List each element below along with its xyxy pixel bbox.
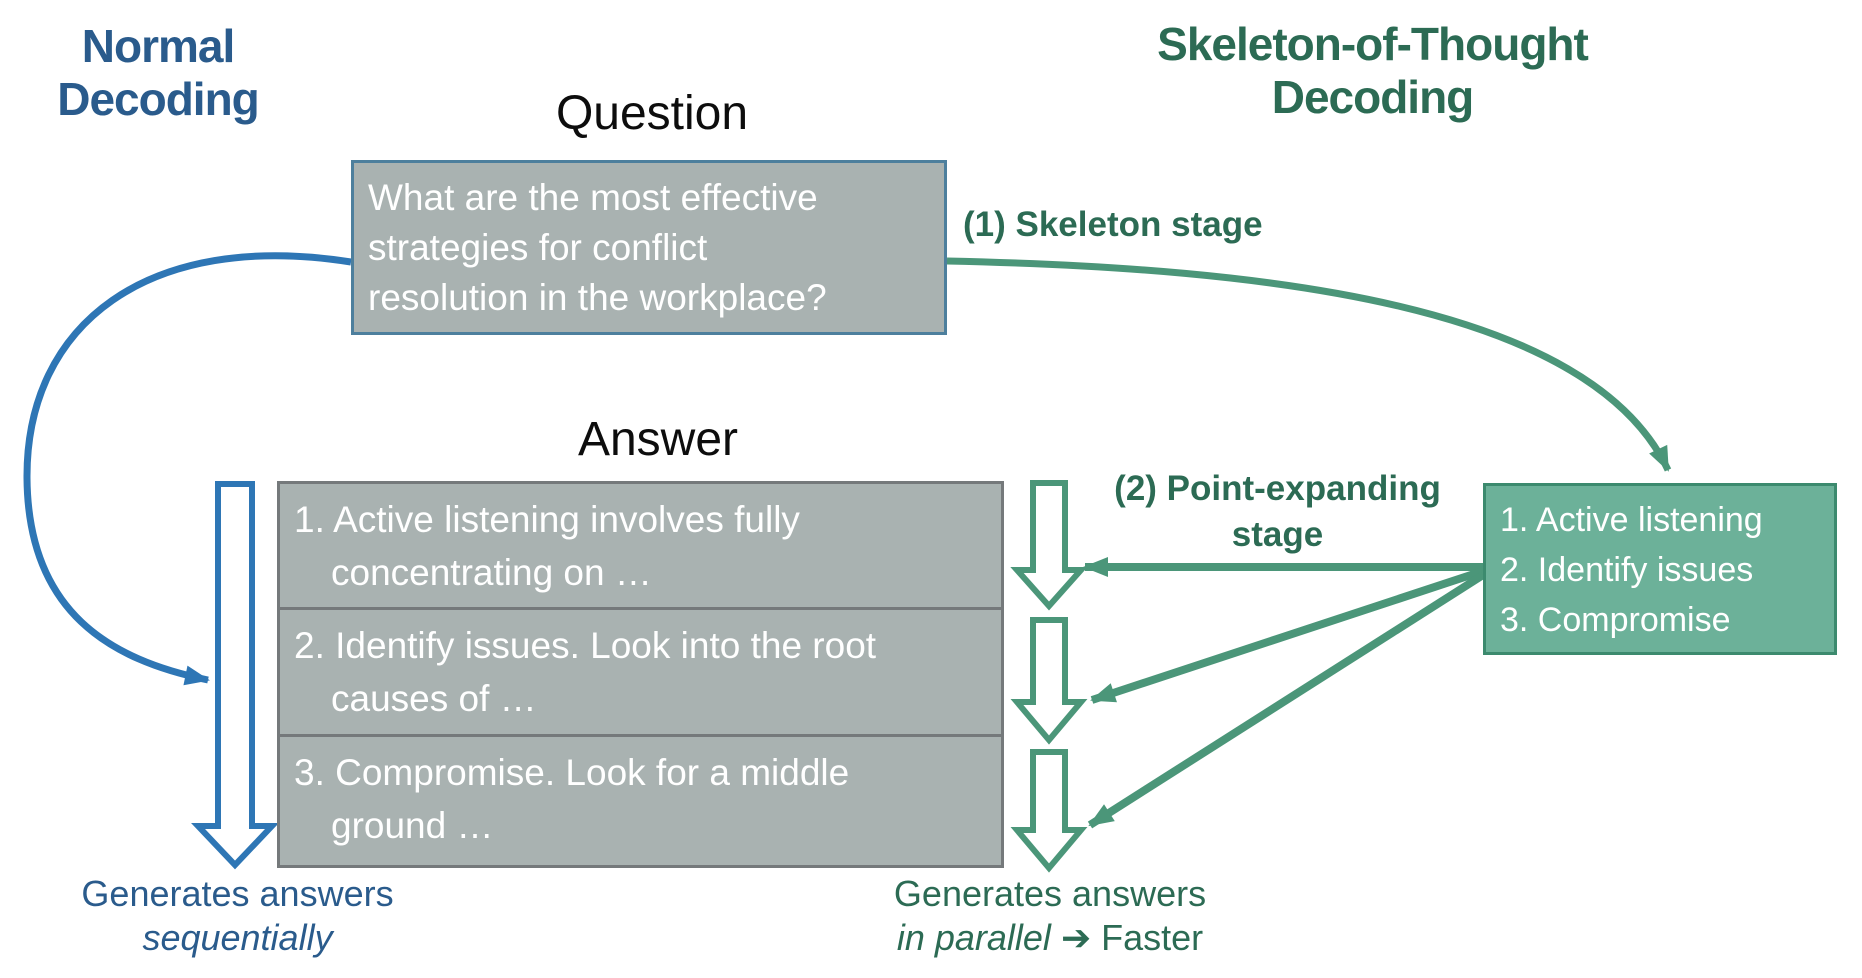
point-expanding-stage-label-line2: stage (1231, 515, 1324, 554)
sequential-caption: Generates answers sequentially (40, 872, 435, 960)
answer-row-2: 2. Identify issues. Look into the root c… (280, 610, 1001, 737)
right-arrow-icon: ➔ (1060, 917, 1092, 958)
answer-heading: Answer (577, 413, 739, 466)
skeleton-of-thought-title: Skeleton-of-Thought Decoding (1085, 18, 1660, 124)
answer-2-line1: 2. Identify issues. Look into the root (294, 625, 877, 666)
skeleton-box: 1. Active listening 2. Identify issues 3… (1483, 483, 1837, 655)
answer-3-line2: ground … (331, 805, 494, 846)
parallel-caption-line2: in parallel ➔ Faster (840, 916, 1260, 960)
parallel-caption-suffix: Faster (1101, 917, 1204, 958)
answer-row-3: 3. Compromise. Look for a middle ground … (280, 737, 1001, 859)
answer-2-line2: causes of … (331, 678, 537, 719)
blue-block-arrow (191, 481, 279, 870)
question-text-line1: What are the most effective (368, 177, 818, 218)
point-expanding-stage-label: (2) Point-expanding stage (1080, 466, 1475, 558)
parallel-caption-line1: Generates answers (893, 873, 1207, 914)
question-heading: Question (555, 87, 749, 140)
skeleton-item-3: 3. Compromise (1500, 601, 1731, 639)
question-text-line2: strategies for conflict (368, 227, 708, 268)
answer-1-line1: 1. Active listening involves fully (294, 499, 800, 540)
normal-decoding-title-line1: Normal (81, 20, 235, 72)
point-expand-line-3 (1087, 571, 1486, 829)
normal-decoding-title-line2: Decoding (57, 73, 260, 125)
green-block-arrow-1 (1010, 480, 1088, 611)
skeleton-item-2: 2. Identify issues (1500, 551, 1754, 589)
answer-table: 1. Active listening involves fully conce… (277, 481, 1004, 868)
point-expanding-stage-label-line1: (2) Point-expanding (1114, 469, 1441, 508)
normal-decoding-title: Normal Decoding (22, 20, 294, 126)
skeleton-of-thought-title-line1: Skeleton-of-Thought (1157, 18, 1589, 70)
question-box: What are the most effective strategies f… (351, 160, 947, 335)
skeleton-of-thought-title-line2: Decoding (1271, 71, 1475, 123)
skeleton-stage-label: (1) Skeleton stage (963, 205, 1263, 244)
sequential-caption-line2: sequentially (142, 917, 333, 958)
parallel-caption: Generates answers in parallel ➔ Faster (840, 872, 1260, 960)
parallel-caption-italic: in parallel (896, 917, 1051, 958)
answer-row-1: 1. Active listening involves fully conce… (280, 484, 1001, 610)
green-block-arrow-3 (1010, 749, 1088, 873)
point-expand-line-2 (1090, 567, 1485, 704)
sequential-caption-line1: Generates answers (81, 873, 394, 914)
green-curve-arrow (946, 257, 1672, 472)
answer-3-line1: 3. Compromise. Look for a middle (294, 752, 850, 793)
answer-1-line2: concentrating on … (331, 552, 652, 593)
skeleton-item-1: 1. Active listening (1500, 501, 1763, 539)
question-text-line3: resolution in the workplace? (368, 277, 827, 318)
green-block-arrow-2 (1010, 617, 1088, 745)
